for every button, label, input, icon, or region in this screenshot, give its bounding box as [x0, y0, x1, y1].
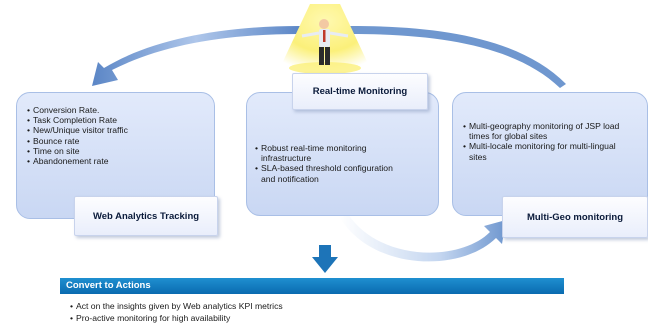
- web-analytics-list: Conversion Rate. Task Completion Rate Ne…: [27, 105, 212, 166]
- actions-list: Act on the insights given by Web analyti…: [70, 301, 283, 324]
- list-item: New/Unique visitor traffic: [27, 125, 212, 135]
- list-item: Act on the insights given by Web analyti…: [70, 301, 283, 313]
- web-analytics-title: Web Analytics Tracking: [74, 196, 218, 236]
- real-time-list: Robust real-time monitoring infrastructu…: [255, 143, 395, 184]
- list-item: Bounce rate: [27, 136, 212, 146]
- list-item: Abandonement rate: [27, 156, 212, 166]
- multi-geo-list: Multi-geography monitoring of JSP load t…: [463, 121, 635, 162]
- list-item: Conversion Rate.: [27, 105, 212, 115]
- list-item: Task Completion Rate: [27, 115, 212, 125]
- down-arrow-icon: [312, 245, 338, 273]
- list-item: Multi-geography monitoring of JSP load t…: [463, 121, 635, 141]
- list-item: Time on site: [27, 146, 212, 156]
- curved-arrow-bottom-icon: [340, 214, 506, 262]
- list-item: Robust real-time monitoring infrastructu…: [255, 143, 395, 163]
- list-item: Multi-locale monitoring for multi-lingua…: [463, 141, 635, 161]
- multi-geo-title: Multi-Geo monitoring: [502, 196, 648, 238]
- list-item: Pro-active monitoring for high availabil…: [70, 313, 283, 325]
- list-item: SLA-based threshold configuration and no…: [255, 163, 395, 183]
- curved-arrow-right-icon: [350, 26, 566, 88]
- convert-to-actions-bar: Convert to Actions: [60, 278, 564, 294]
- real-time-title: Real-time Monitoring: [292, 73, 428, 110]
- curved-arrow-left-icon: [92, 26, 300, 86]
- businessman-spotlight-icon: [278, 4, 372, 74]
